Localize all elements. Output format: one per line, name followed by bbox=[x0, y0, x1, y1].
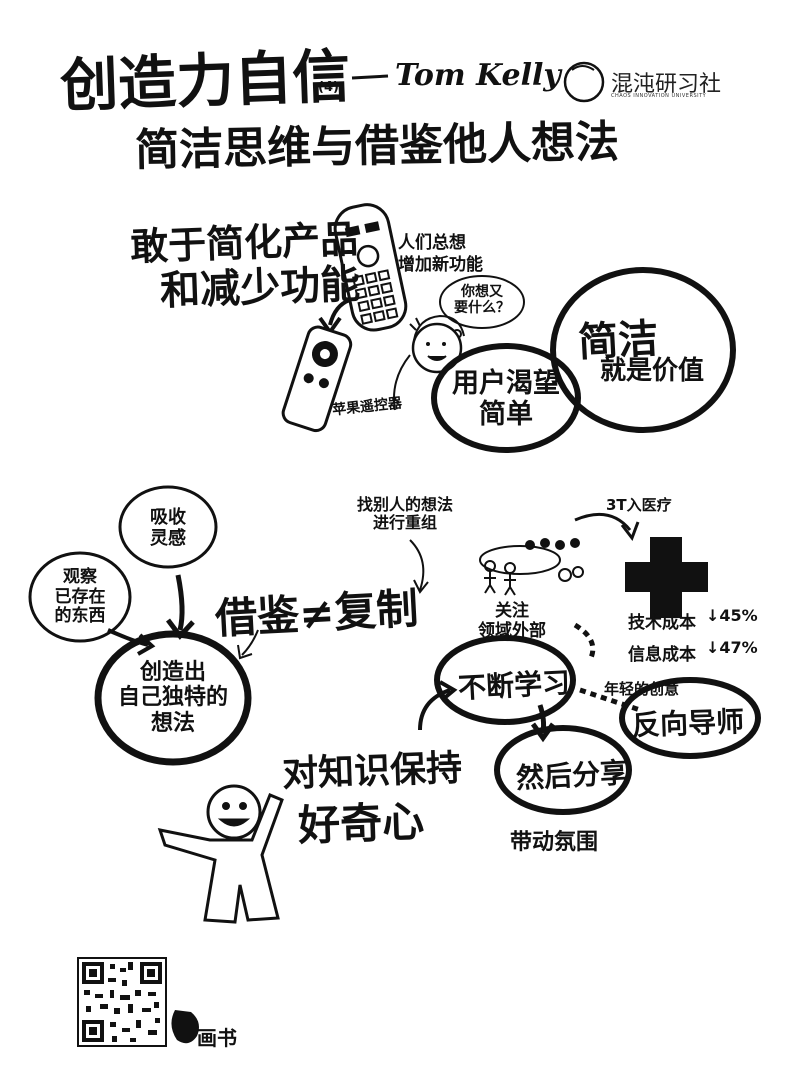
remote-note-line-1: 人们总想 bbox=[398, 233, 466, 253]
value-circle-line-2: 就是价值 bbox=[600, 356, 705, 386]
observe-circle-shape bbox=[28, 551, 132, 643]
footer-brand: 画书 bbox=[197, 1026, 237, 1050]
user-circle-line-2: 简单 bbox=[479, 399, 533, 431]
share-circle-text: 然后分享 bbox=[515, 756, 629, 795]
author-name: Tom Kelly bbox=[395, 58, 561, 93]
info-cost-label: 信息成本 bbox=[628, 645, 696, 665]
share-circle-shape bbox=[494, 725, 632, 815]
unique-idea-line-2: 自己独特的 bbox=[117, 685, 228, 711]
curiosity-line-1: 对知识保持 bbox=[281, 747, 463, 796]
info-cost-pct: ↓47% bbox=[706, 638, 758, 657]
outside-note: 关注 领域外部 bbox=[462, 601, 562, 641]
simplify-arrow bbox=[328, 298, 351, 326]
borrow-label: 借鉴≠复制 bbox=[214, 583, 420, 644]
brand-logo-icon bbox=[563, 61, 605, 103]
unique-idea-circle-shape bbox=[94, 630, 252, 766]
unique-idea-line-1: 创造出 bbox=[139, 660, 206, 685]
recombine-line-1: 找别人的想法 bbox=[356, 495, 453, 514]
thought-bubble-line-1: 你想又 bbox=[461, 284, 503, 300]
footer-brand-mark-icon bbox=[171, 1010, 199, 1044]
value-circle-shape bbox=[550, 267, 736, 433]
learning-circle-shape bbox=[434, 635, 576, 725]
reverse-mentor-text: 反向导师 bbox=[631, 705, 745, 742]
inspiration-line-1: 吸收 bbox=[150, 507, 186, 528]
observe-circle-text: 观察 已存在 的东西 bbox=[40, 567, 120, 627]
medical-cross-icon bbox=[625, 537, 708, 618]
brand-name: 混沌研习社 bbox=[611, 72, 722, 97]
page-title: 创造力自信 bbox=[59, 41, 352, 121]
user-circle-shape bbox=[431, 343, 581, 453]
recombine-note: 找别人的想法 进行重组 bbox=[340, 495, 470, 533]
learning-circle-text: 不断学习 bbox=[457, 666, 571, 705]
title-dash-stroke bbox=[351, 74, 389, 80]
observe-line-3: 的东西 bbox=[54, 606, 106, 627]
recombine-line-2: 进行重组 bbox=[372, 513, 437, 533]
unique-idea-line-3: 想法 bbox=[150, 710, 195, 736]
thought-bubble-shape bbox=[439, 275, 525, 329]
happy-person-icon bbox=[157, 784, 284, 924]
inspiration-line-2: 灵感 bbox=[150, 527, 186, 549]
user-circle-text: 用户渴望 简单 bbox=[446, 368, 566, 430]
user-face-icon bbox=[409, 314, 465, 374]
inspiration-circle-text: 吸收 灵感 bbox=[128, 507, 208, 549]
user-circle-line-1: 用户渴望 bbox=[452, 368, 560, 399]
curiosity-line-2: 好奇心 bbox=[297, 796, 425, 851]
thought-bubble-line-2: 要什么？ bbox=[454, 300, 510, 317]
observe-line-2: 已存在 bbox=[54, 586, 106, 607]
inspiration-circle-shape bbox=[118, 485, 218, 569]
reverse-mentor-circle-shape bbox=[619, 677, 761, 759]
thought-bubble-text: 你想又 要什么？ bbox=[442, 284, 522, 316]
drive-atmosphere-label: 带动氛围 bbox=[510, 830, 599, 855]
tech-cost-pct: ↓45% bbox=[706, 606, 758, 625]
hospital-note: 3T入医疗 bbox=[606, 496, 672, 514]
observe-line-1: 观察 bbox=[63, 567, 97, 587]
remote-note-line-2: 增加新功能 bbox=[398, 255, 483, 275]
people-group-icon bbox=[479, 538, 584, 596]
outside-note-line-1: 关注 bbox=[495, 601, 529, 621]
part-number: (4) bbox=[318, 80, 339, 95]
simple-remote-icon bbox=[281, 325, 353, 433]
qr-code-icon bbox=[77, 957, 167, 1047]
headline-line-2: 和减少功能 bbox=[159, 261, 361, 315]
complex-remote-icon bbox=[333, 203, 408, 332]
young-ideas-note: 年轻的创意 bbox=[604, 680, 680, 698]
outside-note-line-2: 领域外部 bbox=[478, 620, 546, 641]
tech-cost-label: 技术成本 bbox=[628, 613, 696, 633]
page-subtitle: 简洁思维与借鉴他人想法 bbox=[134, 116, 620, 177]
unique-idea-circle-text: 创造出 自己独特的 想法 bbox=[108, 660, 238, 736]
brand-tagline: CHAOS INNOVATION UNIVERSITY bbox=[611, 93, 707, 99]
